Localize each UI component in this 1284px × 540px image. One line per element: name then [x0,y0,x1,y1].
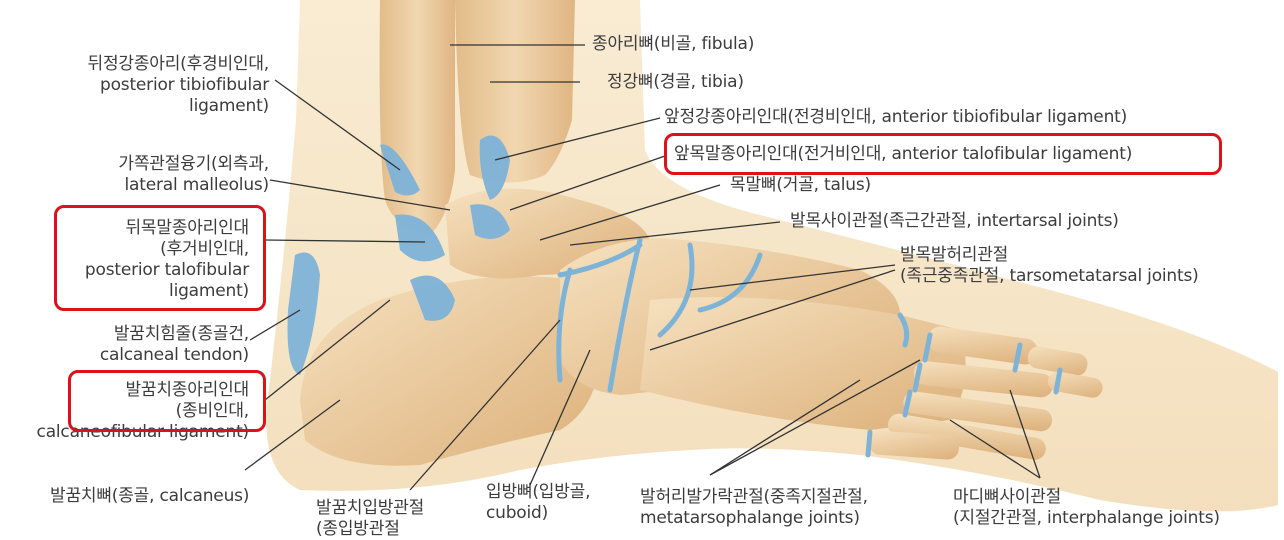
label-tarsometatarsal-joints: 발목발허리관절 (족근중족관절, tarsometatarsal joints) [900,245,1199,287]
label-interphalange-joints: 마디뼈사이관절 (지절간관절, interphalange joints) [953,487,1220,529]
label-fibula: 종아리뼈(비골, fibula) [592,34,754,55]
label-talus: 목말뼈(거골, talus) [730,175,871,196]
label-metatarsophalange-joints: 발허리발가락관절(중족지절관절, metatarsophalange joint… [640,487,868,529]
highlight-box-anterior-talofibular [664,133,1222,175]
label-anterior-tibiofibular-ligament: 앞정강종아리인대(전경비인대, anterior tibiofibular li… [664,107,1127,128]
label-posterior-tibiofibular-ligament: 뒤정강종아리(후경비인대, posterior tibiofibular lig… [88,54,269,117]
label-calcaneocuboid-joint: 발꿈치입방관절 (종입방관절 [316,498,424,540]
label-cuboid: 입방뼈(입방골, cuboid) [486,482,590,524]
highlight-box-posterior-talofibular [54,205,266,311]
label-tibia: 정강뼈(경골, tibia) [607,72,744,93]
label-calcaneus: 발꿈치뼈(종골, calcaneus) [50,486,249,507]
label-intertarsal-joints: 발목사이관절(족근간관절, intertarsal joints) [790,211,1119,232]
label-lateral-malleolus: 가쪽관절융기(외측과, lateral malleolus) [118,154,269,196]
highlight-box-calcaneofibular [68,370,266,432]
label-calcaneal-tendon: 발꿈치힘줄(종골건, calcaneal tendon) [100,324,249,366]
